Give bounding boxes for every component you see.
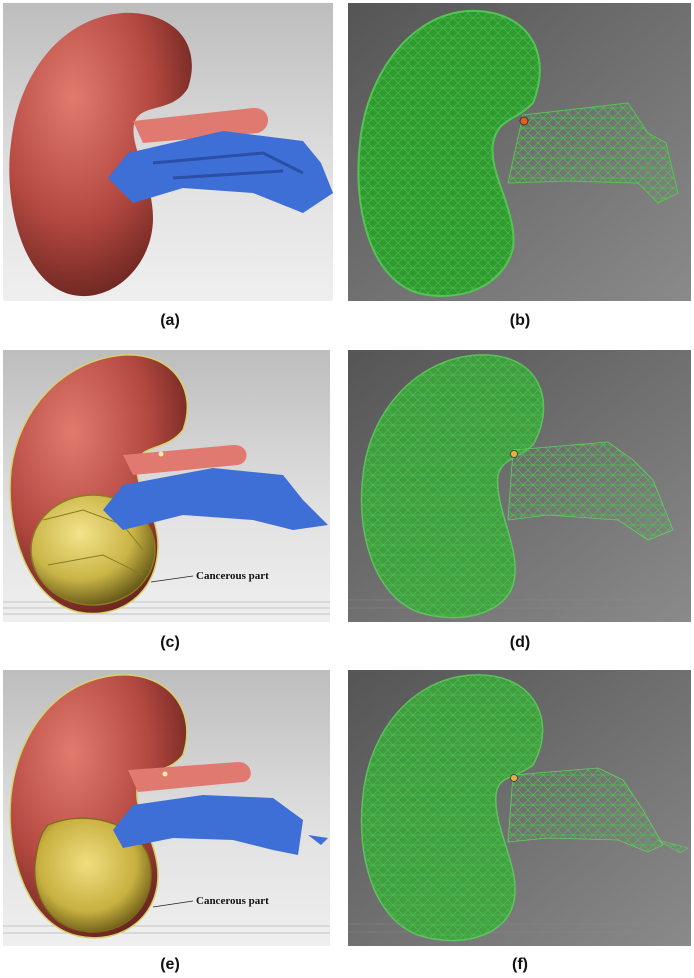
panel-f (348, 670, 691, 946)
caption-f: (f) (512, 956, 528, 973)
kidney-wireframe-render-d (348, 350, 691, 622)
kidney-wireframe-render-b (348, 3, 691, 301)
panel-c: Cancerous part (3, 350, 330, 622)
panel-e: Cancerous part (3, 670, 330, 946)
kidney-shape (9, 12, 192, 297)
kidney-shaded-render-c: Cancerous part (3, 350, 330, 622)
marker-dot (519, 116, 529, 126)
vein-shape (108, 131, 333, 213)
panel-a (3, 3, 333, 301)
kidney-wireframe-render-f (348, 670, 691, 946)
cancerous-label-e: Cancerous part (196, 895, 269, 907)
caption-c: (c) (160, 634, 180, 651)
caption-d: (d) (509, 634, 531, 651)
panel-d (348, 350, 691, 622)
panel-b (348, 3, 691, 301)
caption-e: (e) (160, 956, 180, 973)
cancerous-label-c: Cancerous part (196, 570, 269, 582)
kidney-shaded-render-e: Cancerous part (3, 670, 330, 946)
caption-a: (a) (160, 312, 180, 329)
kidney-shaded-render-a (3, 3, 333, 301)
caption-b: (b) (509, 312, 531, 329)
